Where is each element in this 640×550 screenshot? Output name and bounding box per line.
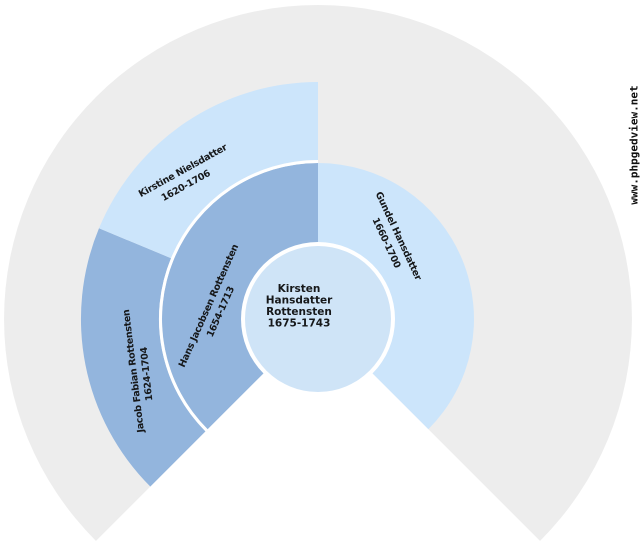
segment-paternal-grandmother[interactable]	[99, 82, 318, 259]
segment-mother[interactable]	[318, 163, 474, 430]
phpgedview-watermark: www.phpgedview.net	[628, 85, 640, 204]
fan-notch	[86, 319, 549, 550]
segment-paternal-grandfather[interactable]	[80, 228, 206, 487]
ring-separator-arc	[158, 160, 319, 432]
center-person-dates: 1675-1743	[268, 318, 331, 330]
center-person-name-line3: Rottensten	[266, 306, 332, 318]
center-person-name-line2: Hansdatter	[266, 295, 333, 307]
segment-father[interactable]	[162, 163, 318, 430]
center-person-name-line1: Kirsten	[278, 283, 321, 295]
center-circle[interactable]	[245, 246, 391, 392]
